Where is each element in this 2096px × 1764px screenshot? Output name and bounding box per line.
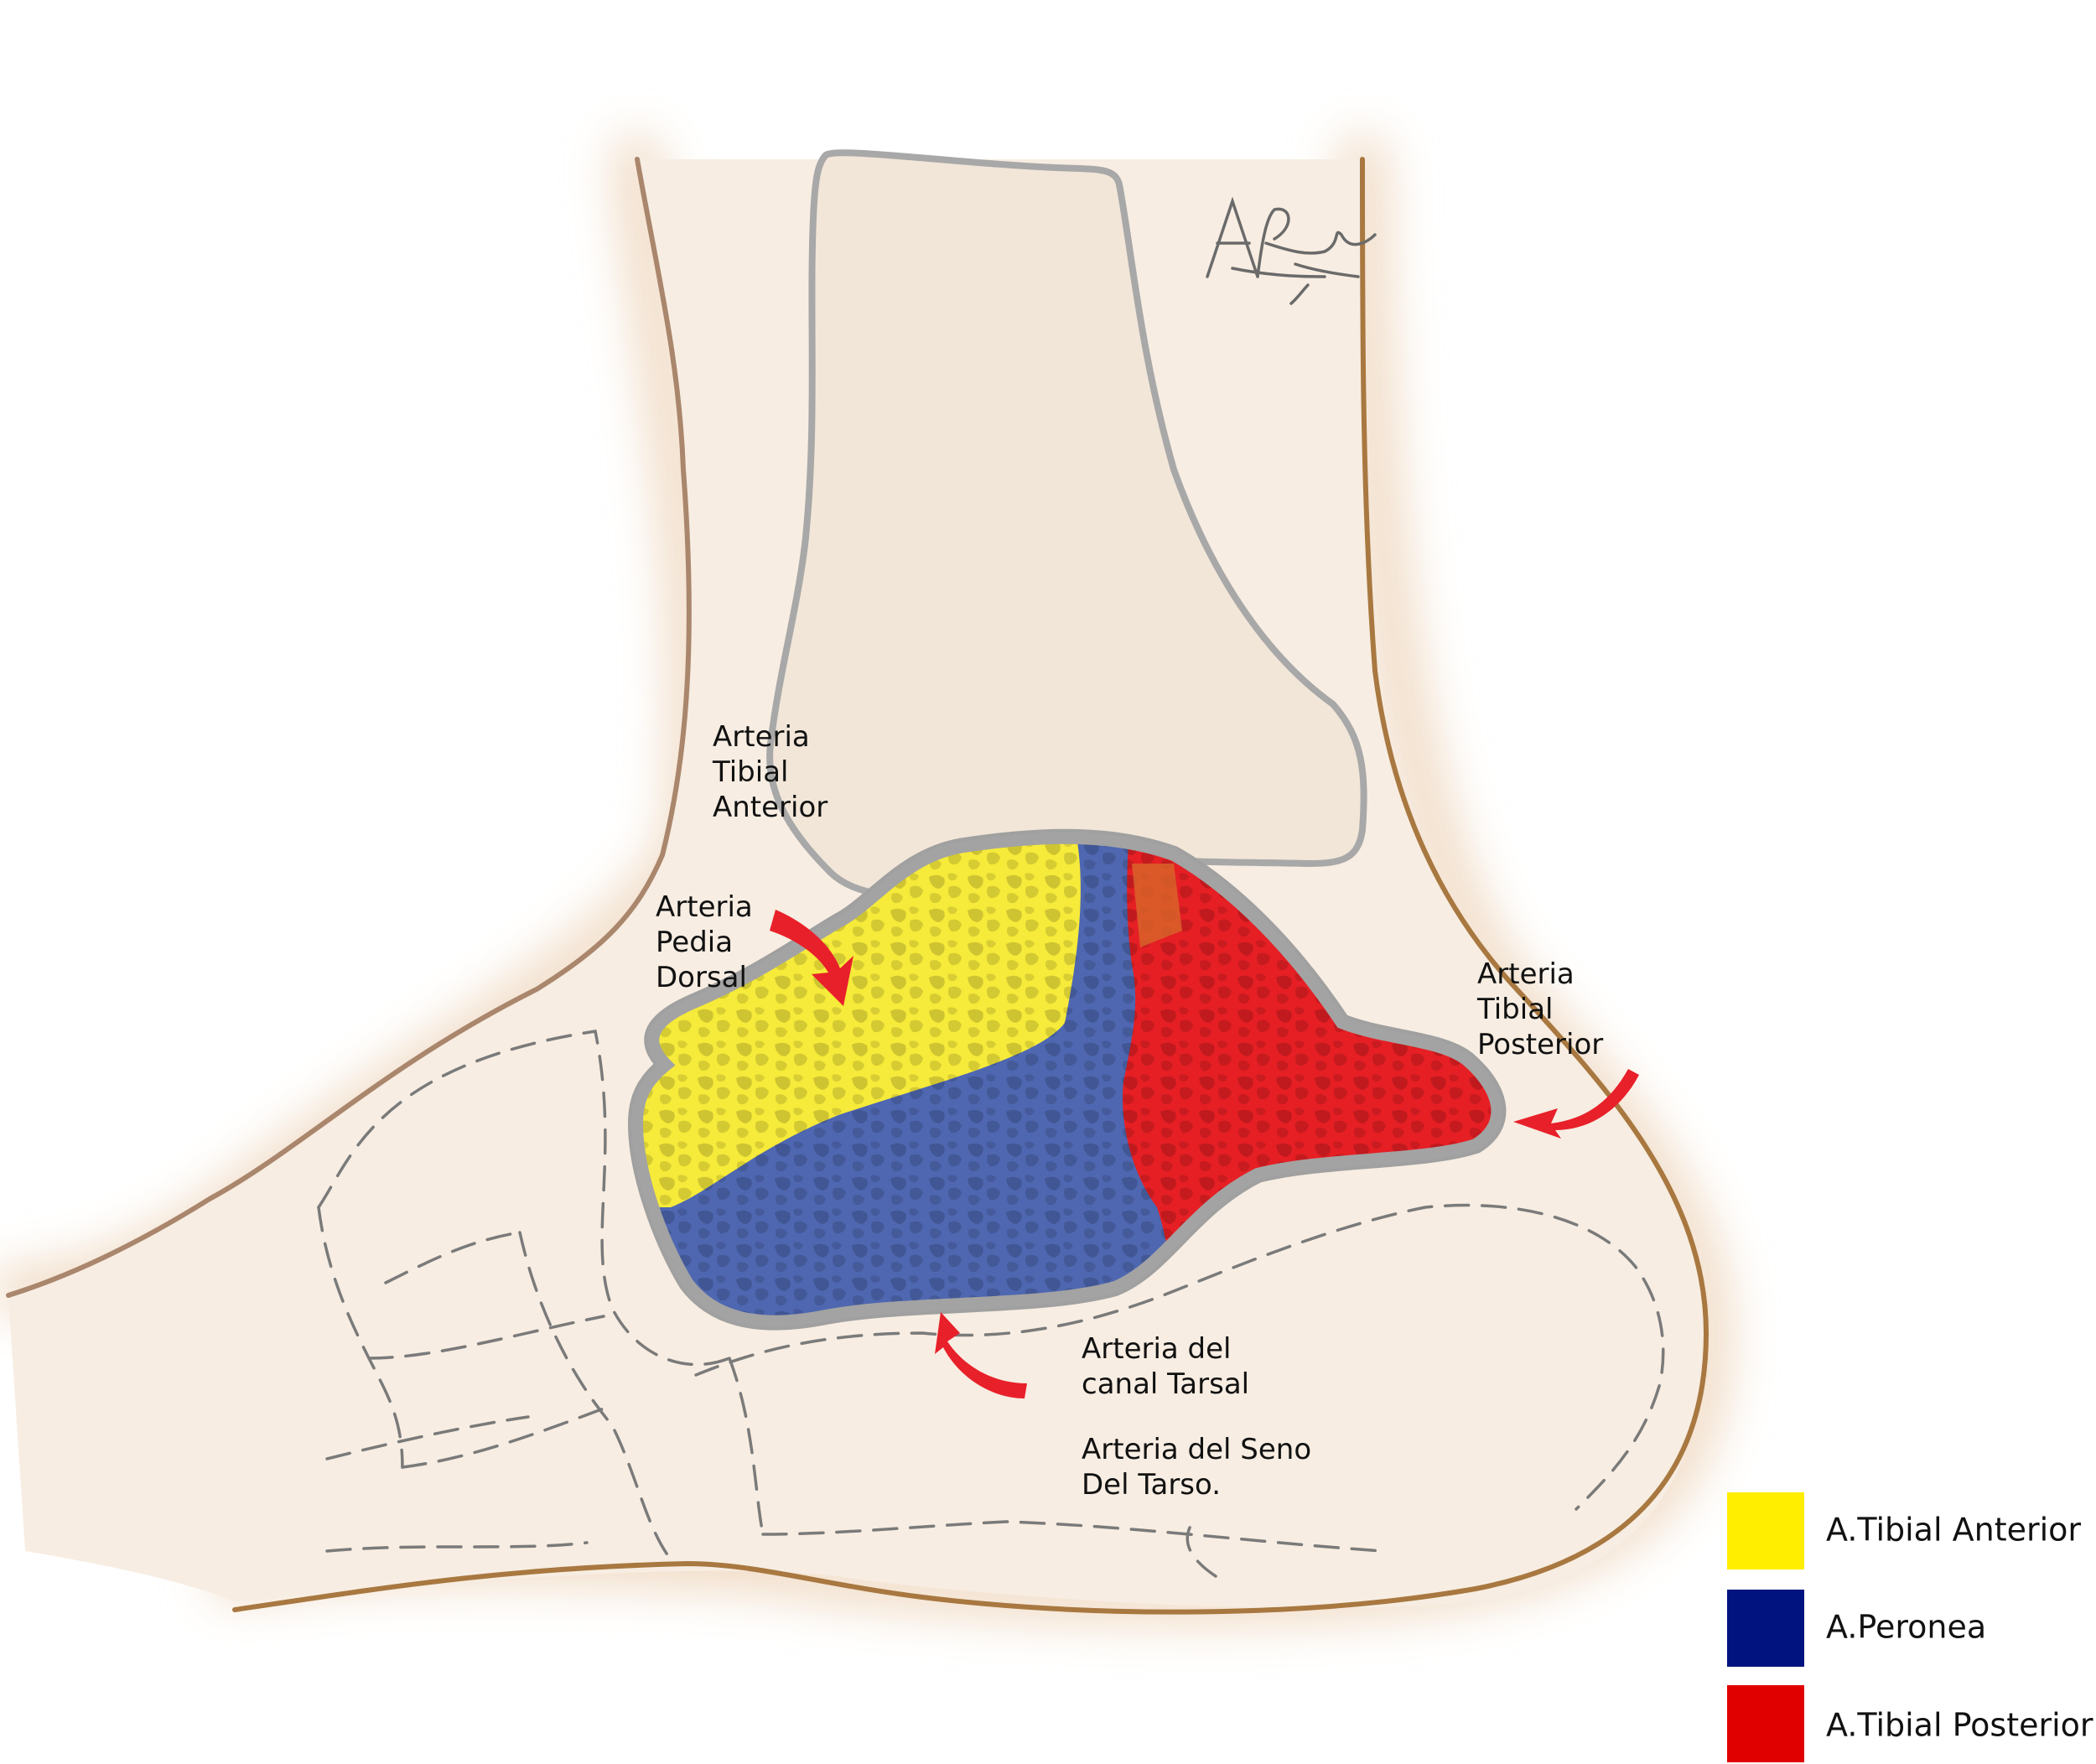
- tarsal-bone-outlines: [317, 1030, 1665, 1578]
- label-arteria-tibial-anterior: Arteria Tibial Anterior: [712, 720, 828, 824]
- artist-signature: [1206, 196, 1377, 305]
- legend-item-peronea: A.Peronea: [1727, 1590, 1986, 1667]
- legend-label: A.Tibial Anterior: [1826, 1512, 2081, 1549]
- legend-label: A.Peronea: [1826, 1609, 1986, 1646]
- label-arteria-canal-tarsal: Arteria del canal Tarsal: [1082, 1332, 1249, 1401]
- anterior-skin-outline: [6, 157, 692, 1298]
- legend-swatch-blue: [1727, 1590, 1804, 1667]
- arrow-tibial-posterior: [1513, 1069, 1639, 1139]
- legend-label: A.Tibial Posterior: [1826, 1707, 2093, 1744]
- label-arteria-seno-tarso: Arteria del Seno Del Tarso.: [1082, 1433, 1320, 1502]
- legend: A.Tibial Anterior A.Peronea A.Tibial Pos…: [1727, 1492, 2093, 1762]
- posterior-skin-outline: [232, 157, 1709, 1615]
- annotation-labels: Arteria Tibial Anterior Arteria Pedia Do…: [656, 720, 1603, 1502]
- label-arteria-pedia-dorsal: Arteria Pedia Dorsal: [656, 890, 762, 994]
- legend-item-tibial-anterior: A.Tibial Anterior: [1727, 1492, 2081, 1569]
- legend-swatch-red: [1727, 1685, 1804, 1762]
- arrow-pedia-dorsal: [770, 910, 853, 1006]
- tibia-bone: [766, 149, 1367, 898]
- arrows: [770, 910, 1639, 1398]
- label-arteria-tibial-posterior: Arteria Tibial Posterior: [1476, 957, 1603, 1061]
- arrow-canal-tarsal: [935, 1312, 1027, 1398]
- legend-item-tibial-posterior: A.Tibial Posterior: [1727, 1685, 2093, 1762]
- legend-swatch-yellow: [1727, 1492, 1804, 1569]
